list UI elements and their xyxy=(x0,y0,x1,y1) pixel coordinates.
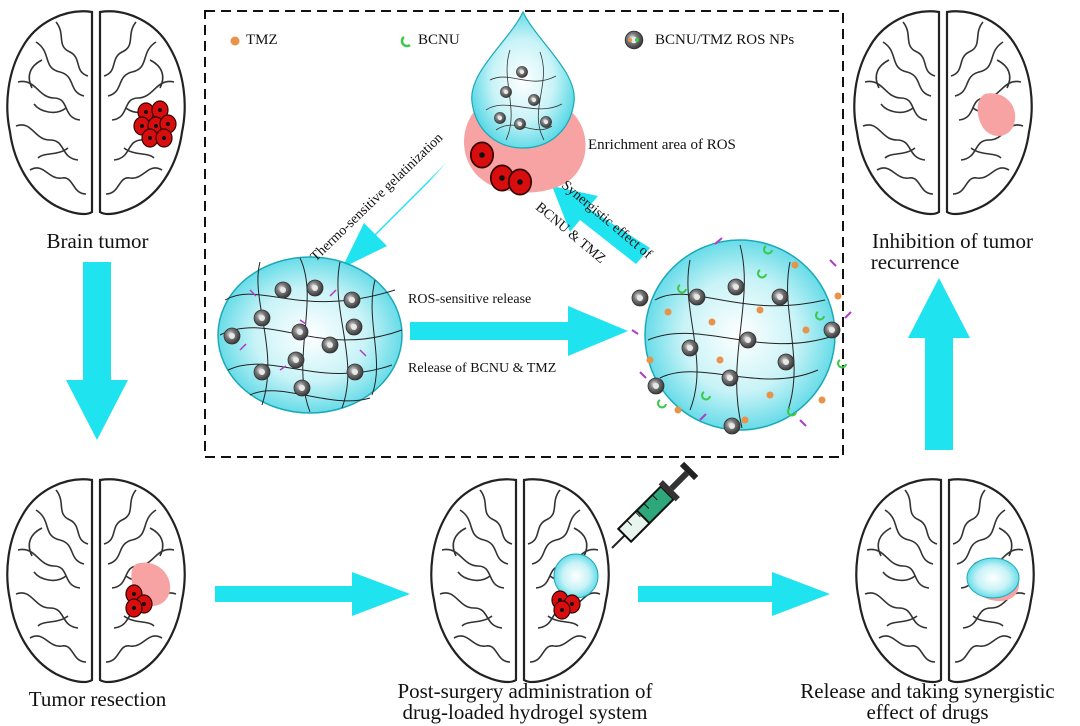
arrow-release xyxy=(410,306,628,356)
ros-area xyxy=(977,93,1016,136)
nanoparticle-legend-icon xyxy=(624,30,644,50)
arrow-down-left xyxy=(66,262,128,440)
arrow-up-right xyxy=(908,278,970,450)
step-release-line1: Release and taking synergistic xyxy=(800,679,1055,703)
tmz-legend-icon xyxy=(230,36,240,46)
mechanism-panel xyxy=(204,10,844,458)
step-inhibition-line2: recurrence xyxy=(870,250,960,274)
legend-bcnu-label: BCNU xyxy=(418,32,460,48)
step-brain-tumor: Brain tumor xyxy=(46,229,149,253)
ros-sensitive-release-label: ROS-sensitive release xyxy=(408,292,532,307)
ros-enrichment-label: Enrichment area of ROS xyxy=(588,137,736,153)
flow-arrows xyxy=(66,162,970,616)
brain-drug-release-illustration xyxy=(855,478,1035,684)
step-administration-line2: drug-loaded hydrogel system xyxy=(402,700,648,724)
step-release-line2: effect of drugs xyxy=(866,700,989,724)
step-tumor-resection: Tumor resection xyxy=(28,687,167,711)
brain-resection-illustration xyxy=(6,478,186,684)
hydrogel-sphere-left xyxy=(217,256,403,414)
legend-tmz-label: TMZ xyxy=(246,32,278,48)
step-inhibition-line1: Inhibition of tumor xyxy=(872,229,1033,253)
brain-hydrogel-administration-illustration xyxy=(430,478,610,684)
bcnu-legend-icon xyxy=(400,36,411,48)
release-bcnu-tmz-label: Release of BCNU & TMZ xyxy=(408,361,557,376)
released-bcnu xyxy=(657,245,847,417)
legend-nanoparticle-label: BCNU/TMZ ROS NPs xyxy=(655,32,795,48)
hydrogel-sphere-right xyxy=(631,237,852,435)
hydrogel xyxy=(966,557,1020,599)
step-administration-line1: Post-surgery administration of xyxy=(397,679,653,703)
brain-recurrence-inhibited-illustration xyxy=(853,10,1033,216)
arrow-right-bottom-right xyxy=(638,572,830,616)
released-tmz xyxy=(646,261,842,424)
brain-tumor-illustration xyxy=(6,10,186,216)
syringe-icon xyxy=(611,461,699,549)
arrow-right-bottom-left xyxy=(215,572,410,616)
arrow-synergy xyxy=(552,186,650,264)
released-fibers xyxy=(631,237,852,427)
arrow-thermo xyxy=(342,162,447,268)
